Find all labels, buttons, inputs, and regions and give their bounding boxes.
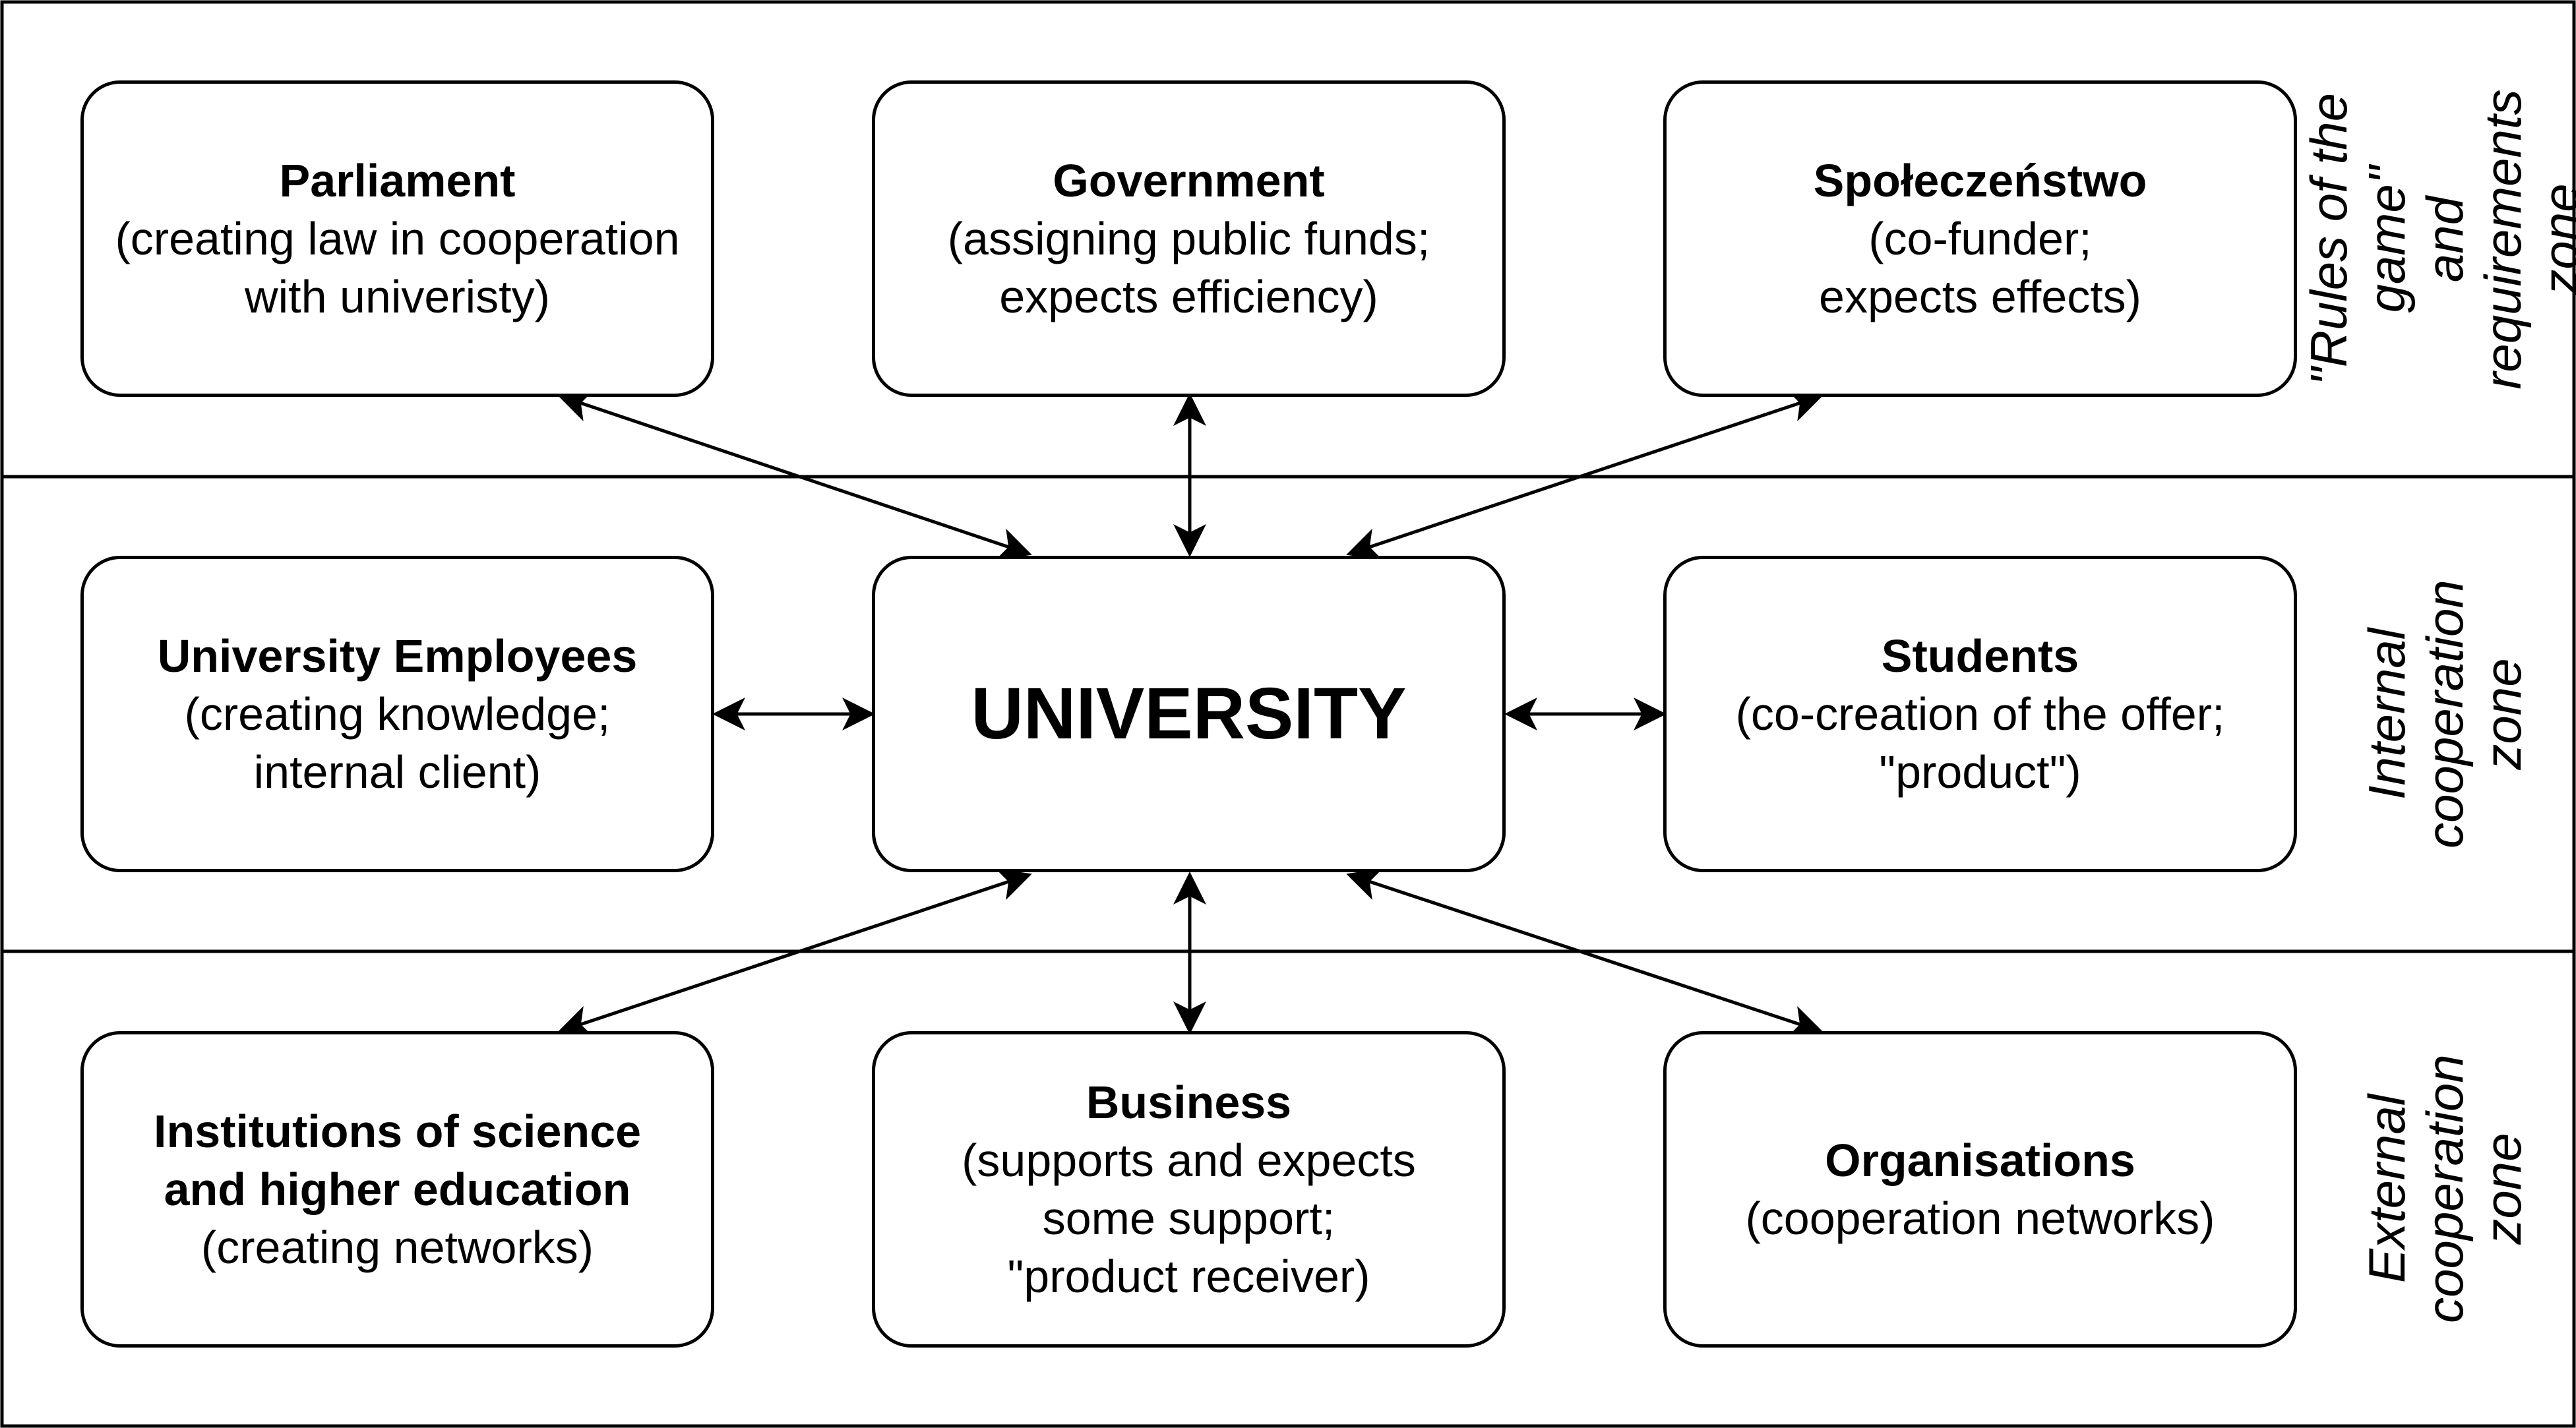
node-students-title: Students xyxy=(1881,630,2079,682)
node-university-title: UNIVERSITY xyxy=(971,673,1407,754)
node-parliament-title: Parliament xyxy=(279,155,516,206)
node-government: Government (assigning public funds; expe… xyxy=(872,80,1506,397)
node-students: Students (co-creation of the offer; "pro… xyxy=(1663,556,2297,872)
node-students-desc: (co-creation of the offer; "product") xyxy=(1735,688,2225,798)
node-parliament: Parliament (creating law in cooperation … xyxy=(80,80,714,397)
node-parliament-desc: (creating law in cooperation with univer… xyxy=(115,213,680,322)
node-government-title: Government xyxy=(1053,155,1325,206)
connector-institutions xyxy=(557,868,1032,1038)
connector-parliament xyxy=(557,390,1032,560)
zone-label-rules: "Rules of the game" and requirements zon… xyxy=(2300,89,2576,390)
node-employees-desc: (creating knowledge; internal client) xyxy=(184,688,611,798)
node-institutions-desc: (creating networks) xyxy=(200,1222,594,1273)
node-employees: University Employees (creating knowledge… xyxy=(80,556,714,872)
node-employees-title: University Employees xyxy=(157,630,638,682)
node-institutions: Institutions of science and higher educa… xyxy=(80,1031,714,1348)
node-institutions-title: Institutions of science and higher educa… xyxy=(154,1106,641,1215)
node-society-desc: (co-funder; expects effects) xyxy=(1819,213,2141,322)
node-organisations-desc: (cooperation networks) xyxy=(1745,1193,2215,1244)
node-organisations-title: Organisations xyxy=(1825,1135,2135,1186)
node-business: Business (supports and expects some supp… xyxy=(872,1031,1506,1348)
zone-label-internal: Internal cooperation zone xyxy=(2358,580,2532,848)
node-university: UNIVERSITY xyxy=(872,556,1506,872)
connector-society xyxy=(1346,390,1824,560)
node-organisations: Organisations (cooperation networks) xyxy=(1663,1031,2297,1348)
node-society-title: Społeczeństwo xyxy=(1813,155,2147,206)
node-business-title: Business xyxy=(1086,1077,1292,1128)
node-government-desc: (assigning public funds; expects efficie… xyxy=(947,213,1430,322)
zone-label-external: External cooperation zone xyxy=(2358,1054,2532,1323)
node-society: Społeczeństwo (co-funder; expects effect… xyxy=(1663,80,2297,397)
connector-organisations xyxy=(1346,868,1824,1038)
node-business-desc: (supports and expects some support; "pro… xyxy=(962,1135,1416,1302)
